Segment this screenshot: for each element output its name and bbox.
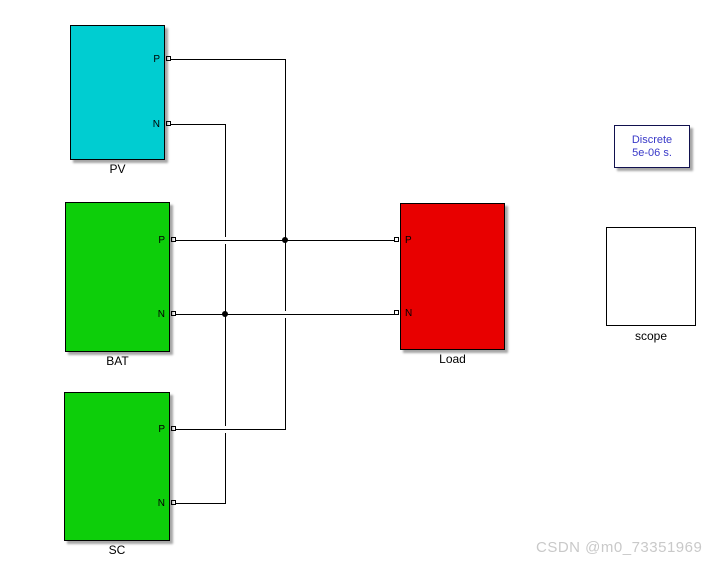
pv-block-label: PV bbox=[109, 162, 126, 176]
bat-port-n-connector[interactable] bbox=[171, 311, 176, 316]
sc-port-n-connector[interactable] bbox=[171, 500, 176, 505]
pv-port-n-label: N bbox=[152, 119, 160, 130]
scope-block[interactable]: scope bbox=[606, 227, 696, 343]
csdn-watermark: CSDN @m0_73351969 bbox=[536, 539, 703, 556]
load-port-p-label: P bbox=[405, 235, 412, 246]
load-block-label: Load bbox=[439, 352, 466, 366]
junction-dot-p-net bbox=[282, 237, 288, 243]
pv-port-p-connector[interactable] bbox=[166, 56, 171, 61]
wire-sc-n[interactable] bbox=[176, 503, 225, 504]
scope-block-label: scope bbox=[634, 329, 668, 343]
bat-block-label: BAT bbox=[106, 354, 129, 368]
sc-port-n-label: N bbox=[157, 498, 165, 509]
load-port-n-label: N bbox=[405, 308, 413, 319]
wire-bat-n-to-load-n[interactable] bbox=[176, 314, 394, 315]
pv-port-n-connector[interactable] bbox=[166, 121, 171, 126]
load-block[interactable]: P N Load bbox=[400, 203, 505, 366]
sc-block[interactable]: P N SC bbox=[64, 392, 170, 557]
powergui-line2: 5e-06 s. bbox=[632, 146, 672, 159]
junction-dot-n-net bbox=[222, 311, 228, 317]
sc-block-label: SC bbox=[108, 543, 126, 557]
sc-port-p-label: P bbox=[158, 424, 165, 435]
wire-pv-p[interactable] bbox=[171, 59, 285, 60]
powergui-discrete-block[interactable]: Discrete 5e-06 s. bbox=[614, 125, 690, 168]
load-port-p-connector[interactable] bbox=[394, 237, 399, 242]
load-port-n-connector[interactable] bbox=[394, 310, 399, 315]
sc-port-p-connector[interactable] bbox=[171, 426, 176, 431]
bat-block[interactable]: P N BAT bbox=[65, 202, 170, 368]
wire-sc-p[interactable] bbox=[176, 429, 285, 430]
bat-port-p-connector[interactable] bbox=[171, 237, 176, 242]
pv-block[interactable]: P N PV bbox=[70, 25, 165, 176]
bat-port-p-label: P bbox=[158, 235, 165, 246]
wire-pv-n[interactable] bbox=[171, 124, 225, 125]
pv-port-p-label: P bbox=[153, 54, 160, 65]
wire-p-net-vertical[interactable] bbox=[285, 59, 286, 430]
powergui-line1: Discrete bbox=[631, 133, 673, 146]
bat-port-n-label: N bbox=[157, 309, 165, 320]
